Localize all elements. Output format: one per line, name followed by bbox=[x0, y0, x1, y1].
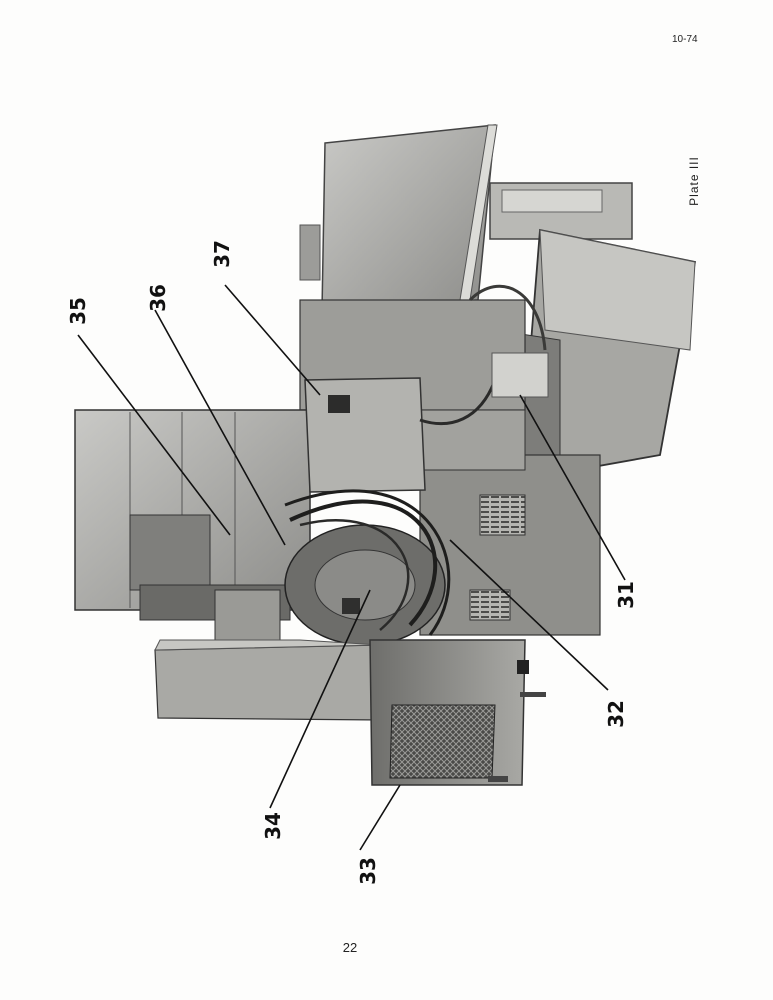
callout-31: 31 bbox=[614, 581, 638, 609]
reservoir bbox=[491, 352, 549, 398]
left-column bbox=[74, 409, 311, 661]
base-platform bbox=[154, 639, 386, 721]
callout-37: 37 bbox=[210, 240, 234, 268]
callout-34: 34 bbox=[261, 812, 285, 840]
motor-assembly bbox=[284, 284, 547, 646]
callout-32: 32 bbox=[604, 700, 628, 728]
top-hood bbox=[299, 124, 498, 311]
callout-36: 36 bbox=[146, 284, 170, 312]
callout-35: 35 bbox=[66, 297, 90, 325]
page-number: 22 bbox=[342, 940, 358, 955]
callout-33: 33 bbox=[356, 857, 380, 885]
control-box bbox=[304, 377, 426, 493]
document-code: 10-74 bbox=[672, 34, 698, 45]
lower-cabinet bbox=[369, 639, 546, 786]
callout-leaders bbox=[77, 284, 626, 851]
